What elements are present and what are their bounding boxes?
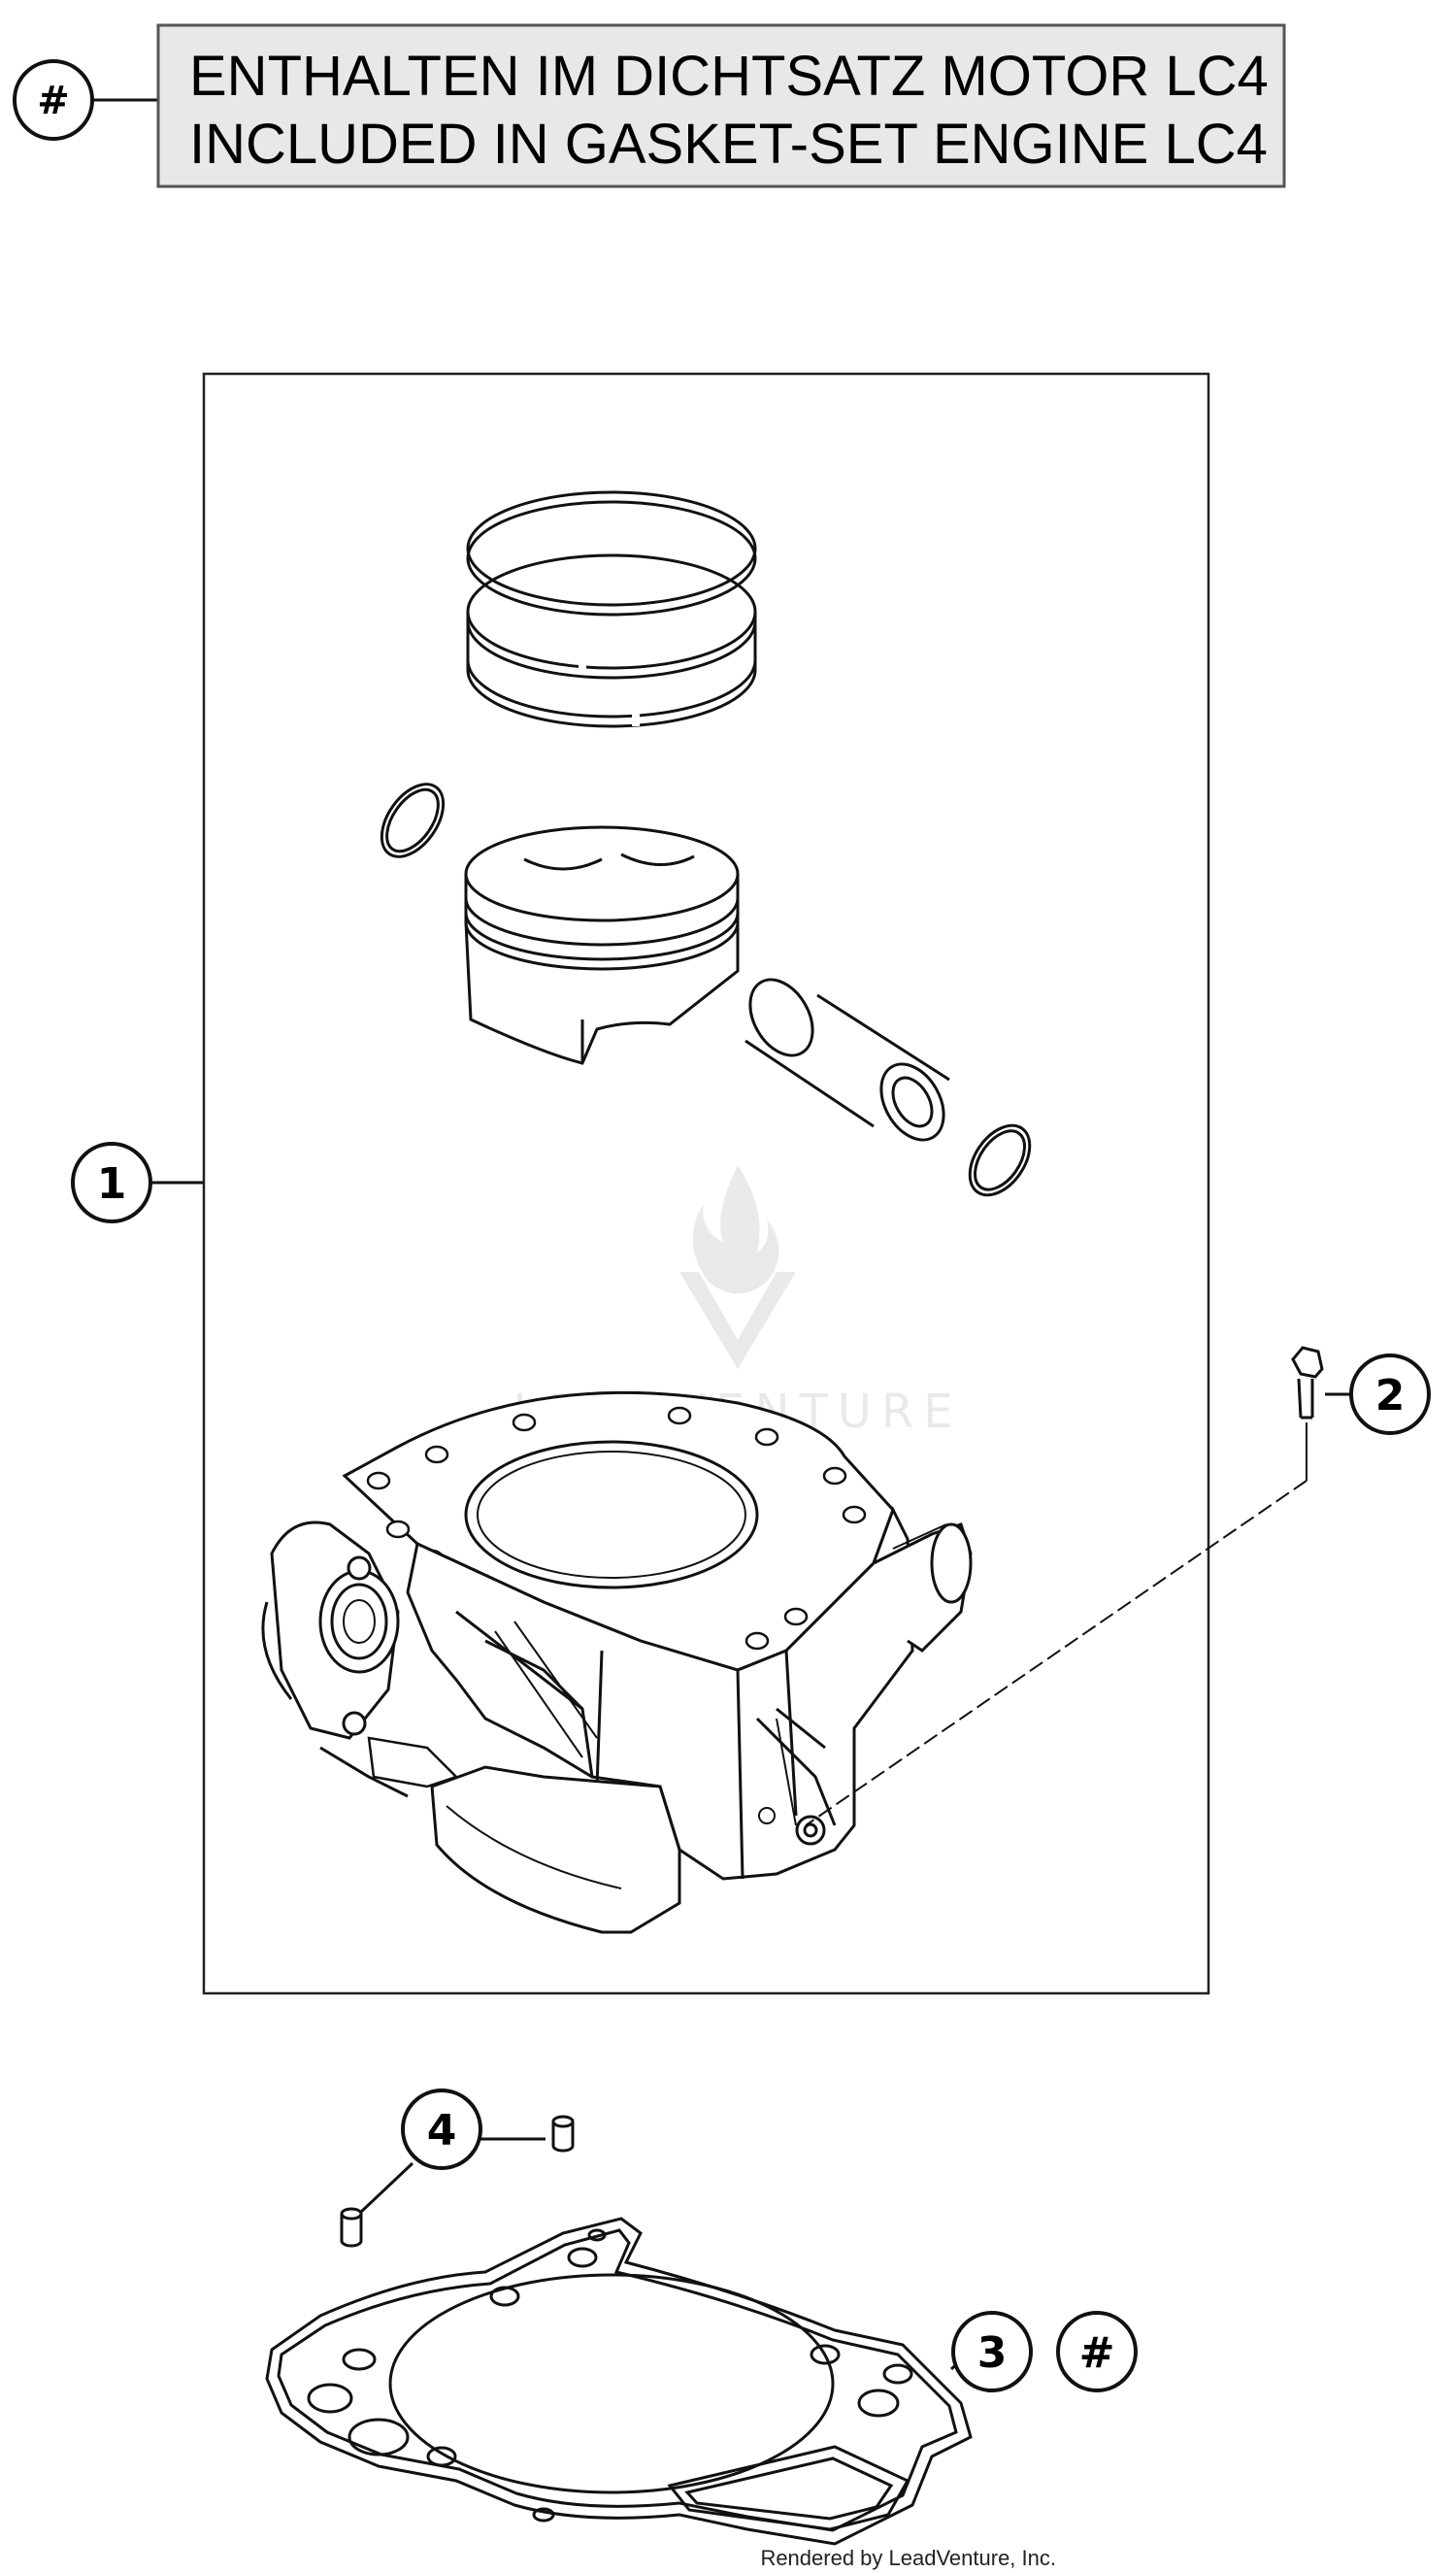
screw-dashed-path <box>805 1480 1307 1826</box>
piston-pin-circlip-left <box>380 783 446 858</box>
cylinder <box>261 1390 973 1934</box>
callout-4-label: 4 <box>427 2106 457 2155</box>
legend-marker: # <box>37 79 70 123</box>
legend: # ENTHALTEN IM DICHTSATZ MOTOR LC4 INCLU… <box>13 23 1286 188</box>
piston-rings <box>466 490 757 728</box>
callout-4-circle <box>401 2088 482 2170</box>
callout-2-label: 2 <box>1375 1371 1406 1420</box>
v-logo-icon <box>679 1272 796 1369</box>
legend-box <box>156 23 1286 188</box>
callout-1-label: 1 <box>97 1159 127 1209</box>
callout-3-hash-circle <box>1056 2311 1138 2392</box>
piston-pin-circlip-right <box>968 1123 1032 1197</box>
callout-4-leader-b <box>359 2161 414 2214</box>
render-credit: Rendered by LeadVenture, Inc. <box>760 2546 1056 2570</box>
callout-3-label: 3 <box>977 2328 1008 2378</box>
piston-pin <box>745 978 950 1142</box>
cylinder-base-gasket <box>265 2217 973 2546</box>
dowel-pins <box>340 2115 575 2248</box>
flame-logo-icon <box>692 1165 779 1294</box>
piston <box>464 825 740 1065</box>
legend-line-english: INCLUDED IN GASKET-SET ENGINE LC4 <box>189 113 1268 176</box>
callout-3-circle <box>951 2311 1033 2392</box>
callout-1-circle <box>71 1142 152 1223</box>
legend-line-german: ENTHALTEN IM DICHTSATZ MOTOR LC4 <box>189 45 1269 108</box>
callout-3-hash-label: # <box>1079 2328 1115 2378</box>
cylinder-screw <box>1291 1346 1324 1420</box>
callout-2-circle <box>1349 1353 1431 1435</box>
